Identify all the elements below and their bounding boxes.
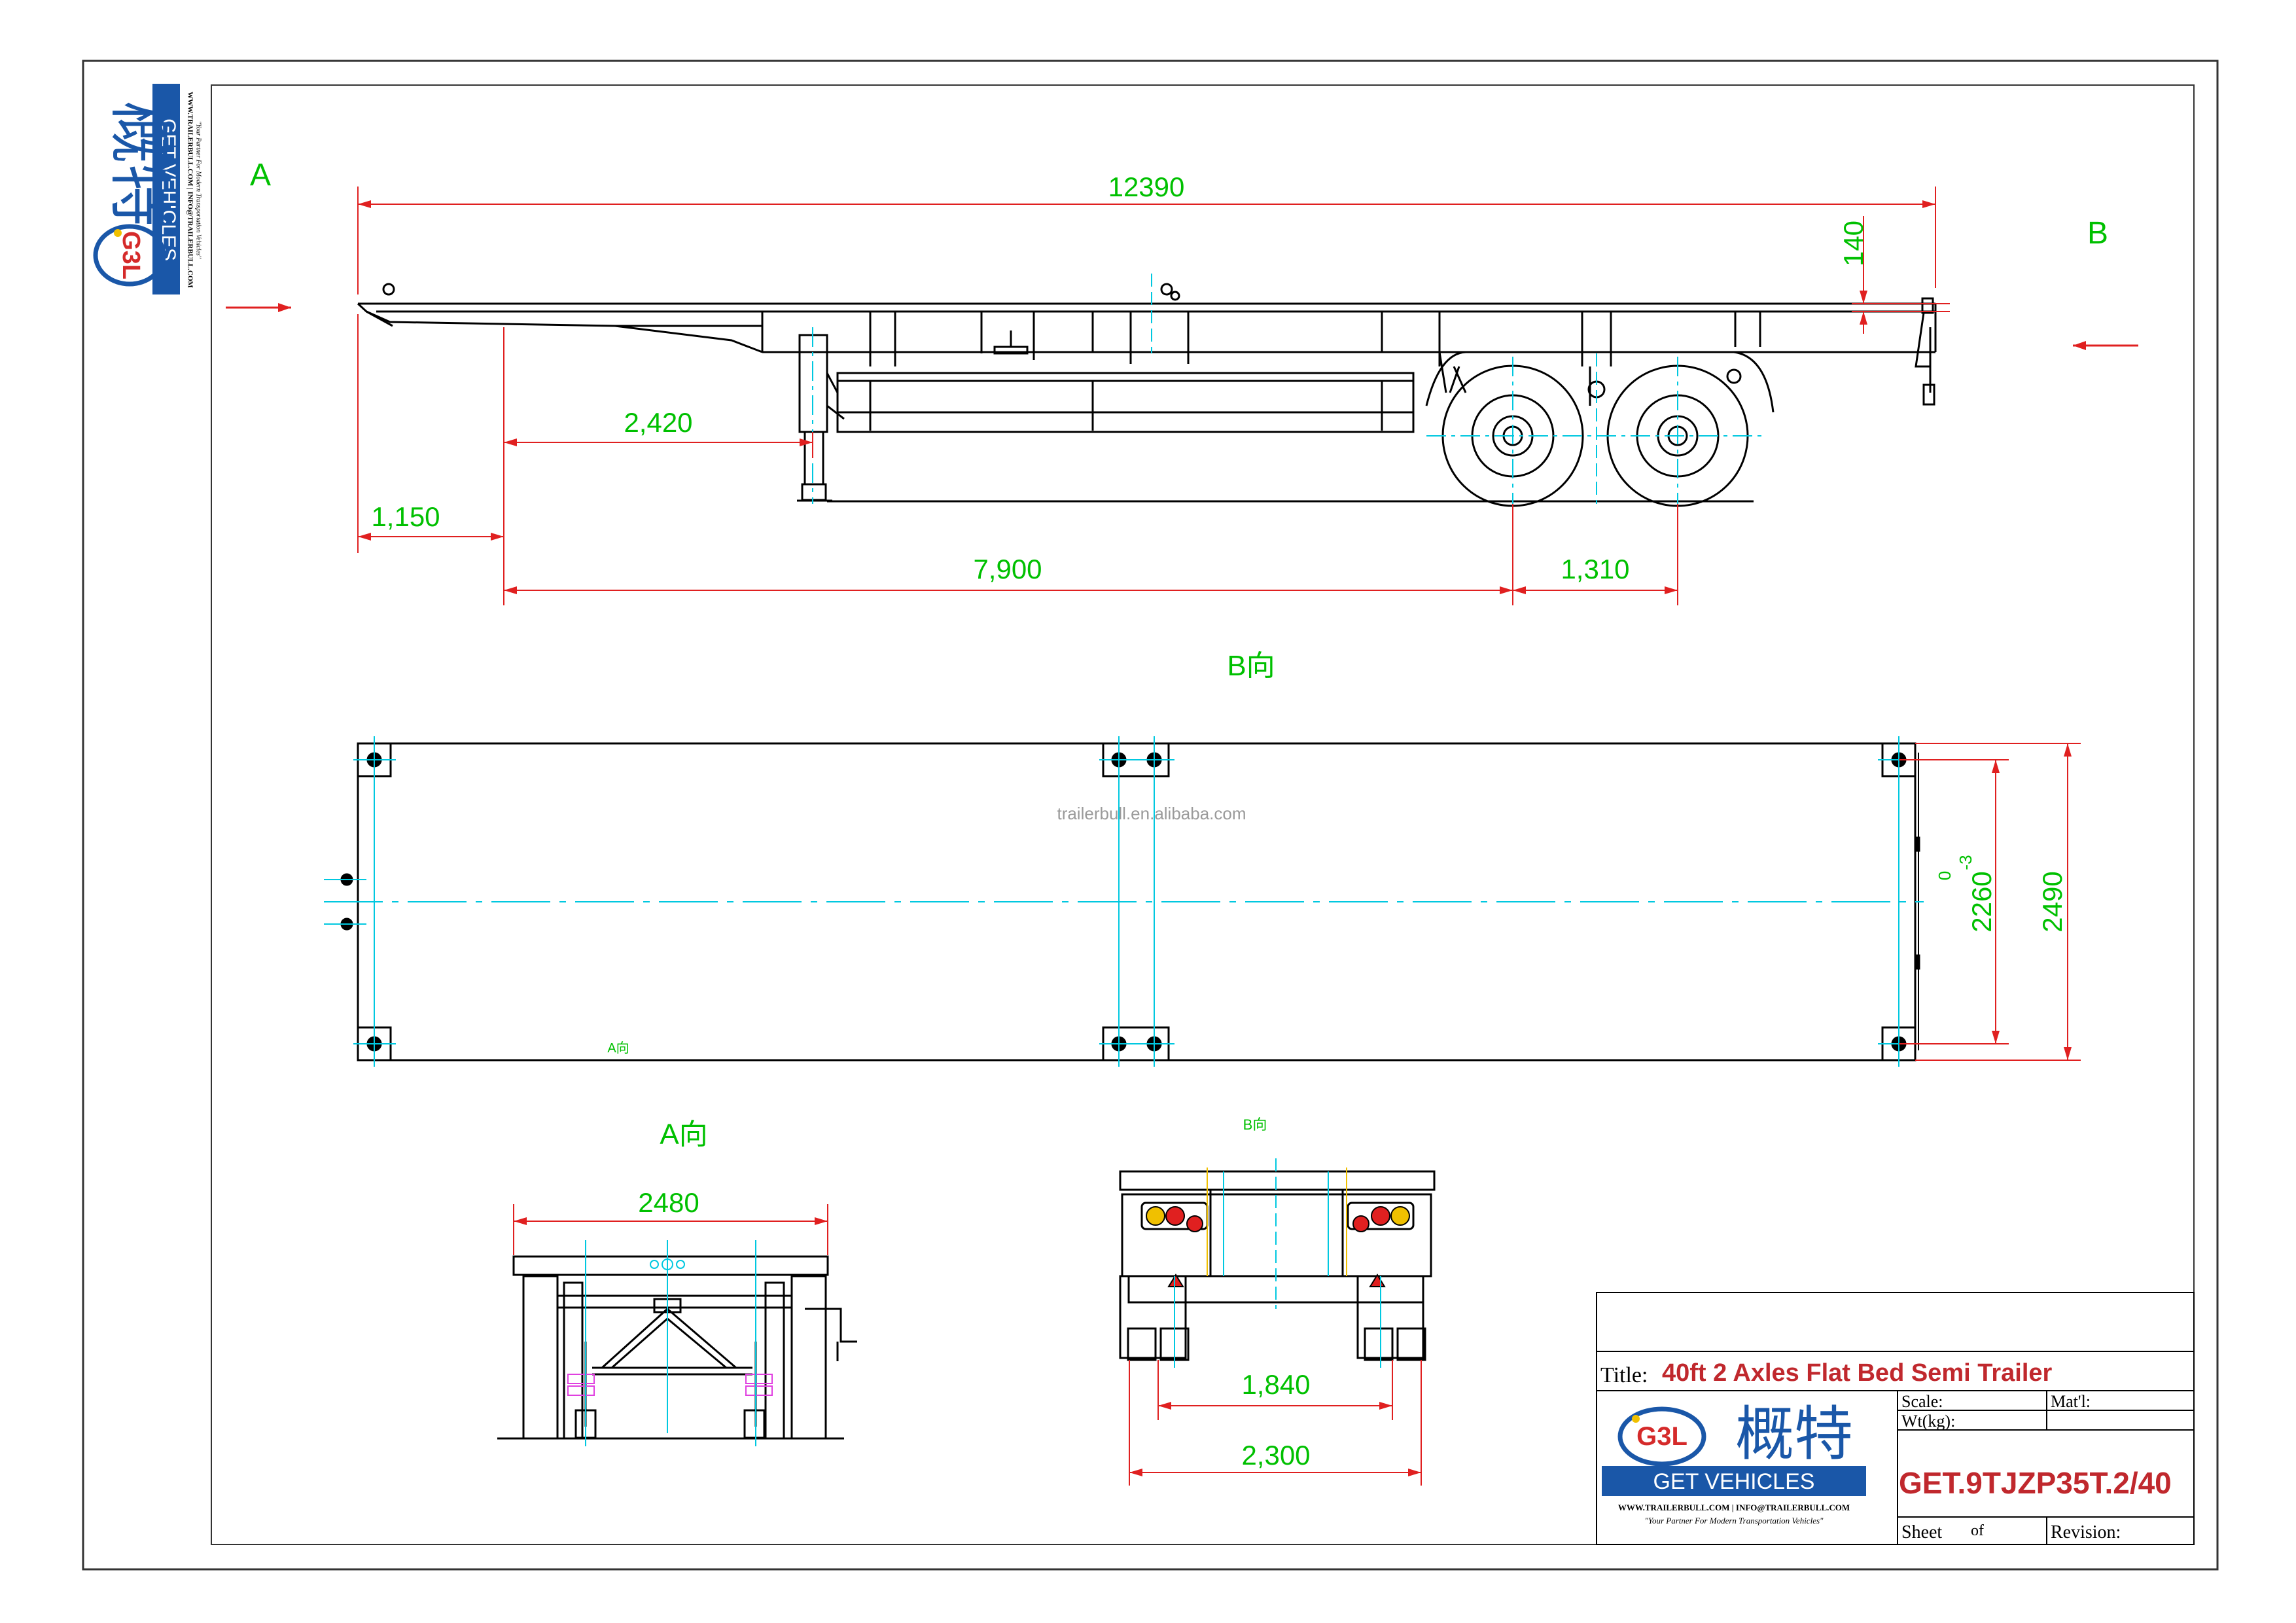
front-view — [497, 1255, 857, 1440]
front-view-title: A向 — [660, 1118, 707, 1150]
revision-label: Revision: — [2051, 1522, 2121, 1543]
dim-front-height: 140 — [1838, 221, 1869, 266]
watermark: trailerbull.en.alibaba.com — [1057, 804, 1246, 823]
marker-a: A — [250, 158, 271, 192]
drawing-number: GET.9TJZP35T.2/40 — [1899, 1466, 2172, 1500]
rear-lamps — [1146, 1206, 1410, 1287]
logo-chinese: 概特 — [1735, 1400, 1853, 1469]
dim-kingpin-offset: 1,150 — [371, 501, 440, 532]
dim-track-outer: 2,300 — [1241, 1440, 1310, 1471]
logo-badge: G3L — [1636, 1422, 1687, 1451]
vertical-logo: GET VEHICLES 概特 G3L WWW.TRAILERBULL.COM … — [93, 84, 202, 294]
plan-view-title: B向 — [1227, 650, 1275, 682]
dim-track-inner: 1,840 — [1241, 1369, 1310, 1400]
logo-contact: WWW.TRAILERBULL.COM | INFO@TRAILERBULL.C… — [1618, 1503, 1850, 1512]
title-value: 40ft 2 Axles Flat Bed Semi Trailer — [1662, 1359, 2053, 1387]
title-block-logo: G3L 概特 GET VEHICLES WWW.TRAILERBULL.COM … — [1602, 1400, 1866, 1525]
rear-view — [1119, 1170, 1436, 1361]
outer-frame — [82, 60, 2219, 1571]
logo-badge-ring — [1617, 1406, 1706, 1467]
logo-badge-ring-vertical — [93, 224, 166, 287]
logo-badge-vertical: G3L — [117, 231, 145, 279]
rear-view-title: B向 — [1243, 1116, 1267, 1133]
plan-inner-label: A向 — [607, 1041, 629, 1056]
dim-front-width: 2480 — [638, 1187, 699, 1218]
dim-axle-spacing: 1,310 — [1561, 554, 1629, 584]
title-label: Title: — [1600, 1363, 1648, 1387]
logo-brand: GET VEHICLES — [1653, 1469, 1815, 1494]
dim-overall-length: 12390 — [1108, 171, 1185, 202]
weight-label: Wt(kg): — [1901, 1412, 1955, 1431]
marker-b: B — [2087, 216, 2108, 251]
front-dimensions — [513, 1204, 828, 1255]
logo-brand-vertical: GET VEHICLES — [158, 118, 179, 261]
logo-contact-vertical: WWW.TRAILERBULL.COM | INFO@TRAILERBULL.C… — [186, 92, 194, 288]
dim-overall-width: 2490 — [2037, 871, 2068, 932]
dim-tolerance-upper: 0 — [1935, 871, 1954, 880]
side-view: A B — [226, 158, 2138, 507]
plan-dimensions — [1899, 743, 2081, 1061]
dim-tolerance-lower: -3 — [1956, 855, 1975, 870]
rear-dimensions — [1129, 1360, 1422, 1486]
sheet-label: Sheet — [1901, 1522, 1942, 1543]
title-block — [1596, 1292, 2195, 1545]
logo-slogan-vertical: "Your Partner For Modern Transportation … — [195, 121, 202, 259]
side-dimensions — [357, 187, 1950, 605]
dim-kingpin-to-axle: 7,900 — [973, 554, 1042, 584]
logo-slogan: "Your Partner For Modern Transportation … — [1645, 1516, 1824, 1525]
dim-inner-width: 2260 — [1966, 871, 1997, 932]
dim-landing-gear-offset: 2,420 — [624, 407, 692, 438]
logo-chinese-vertical: 概特 — [103, 101, 176, 226]
scale-label: Scale: — [1901, 1392, 1943, 1411]
of-label: of — [1971, 1522, 1984, 1539]
material-label: Mat'l: — [2051, 1392, 2091, 1411]
